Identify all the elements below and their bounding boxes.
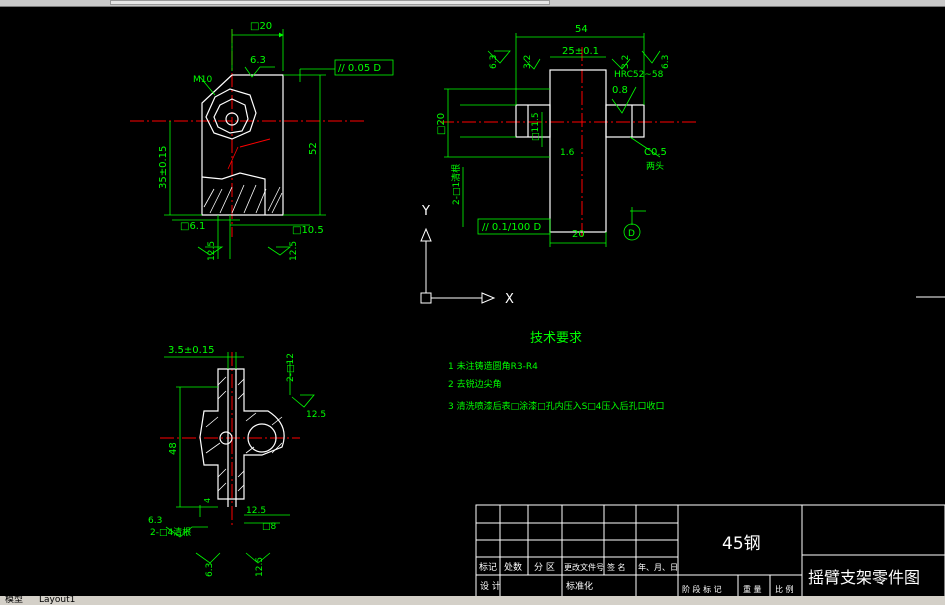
top-scrollbar[interactable] [0,0,945,7]
notes-title: 技术要求 [530,331,582,346]
ucs-y-label: Y [421,204,430,219]
v1-thread: M10 [193,75,212,85]
v2-overall: 54 [575,24,588,35]
v2-hardness: HRC52~58 [614,70,664,80]
scale-label: 比 例 [775,584,794,594]
v3-rough-3: 12.5 [246,506,266,516]
view-3: 3.5±0.15 2-□12 12.5 48 4 6.3 2-□4清根 12.5… [148,345,326,577]
v1-height: 35±0.15 [158,146,169,189]
v2-rough-d: 6.3 [661,55,671,69]
v1-rough-top: 6.3 [250,55,266,66]
v2-bottom: 20 [572,229,585,240]
note-2: 2 去锐边尖角 [448,378,502,390]
v2-rough-a: 6.3 [489,55,499,69]
v1-dim-top: □20 [250,21,272,32]
v3-s8: □8 [262,522,277,532]
v2-both-ends: 两头 [646,161,664,172]
v1-right-dim: 52 [308,142,319,155]
rev-h4: 更改文件号 [564,562,604,572]
sign-design: 设 计 [480,580,501,592]
v3-small: 4 [203,498,212,503]
v3-top-dim: 3.5±0.15 [168,345,215,356]
v2-rough-b: 3.2 [523,55,533,69]
weight-label: 重 量 [743,584,762,594]
drawing-title: 摇臂支架零件图 [808,568,920,587]
v2-d115: □11.5 [531,112,541,141]
v3-height: 48 [168,442,179,455]
v1-rough-1: 12.5 [207,241,217,261]
sign-std: 标准化 [566,580,593,592]
v2-rough-e: 0.8 [612,85,628,96]
v2-tolerance: // 0.1/100 D [482,222,541,233]
layout-tab-bar: 模型 Layout1 [0,596,945,605]
v1-rough-2: 12.5 [289,241,299,261]
tab-layout1[interactable]: Layout1 [39,595,76,605]
v3-hole-note: 2-□12 [286,353,296,382]
v2-rough-c: 3.2 [621,55,631,69]
rev-h2: 处数 [504,561,522,573]
stage-mark: 阶 段 标 记 [682,584,722,594]
material: 45钢 [722,534,761,554]
rev-h1: 标记 [479,561,497,573]
v3-rough-4: 6.3 [205,563,215,577]
view-2: 54 25±0.1 6.3 3.2 3.2 6.3 HRC52~58 0.8 □… [436,24,698,247]
drawing-canvas[interactable]: □20 6.3 // 0.05 D M10 35±0.15 52 □6.1 □1… [0,7,945,596]
scrollbar-thumb[interactable] [110,0,550,5]
rev-h5: 签 名 [607,562,626,572]
tab-model[interactable]: 模型 [5,595,24,605]
v1-tolerance: // 0.05 D [338,63,381,74]
technical-notes: 技术要求 1 未注铸造圆角R3-R4 2 去锐边尖角 3 清洗喷漆后表□涂漆□孔… [448,331,665,412]
v2-chamfer: C0.5 [644,147,667,158]
ucs-icon: Y X [420,204,514,307]
rev-h3: 分 区 [534,562,555,573]
v2-side-note: 2-□1清根 [450,164,462,205]
v3-rough-1: 12.5 [306,410,326,420]
v1-bottom-2: □10.5 [292,225,324,236]
ucs-x-label: X [505,292,514,307]
v3-rough-5: 12.5 [255,557,265,577]
v3-rough-2: 6.3 [148,516,162,526]
v2-datum: D [628,229,635,239]
note-3: 3 清洗喷漆后表□涂漆□孔内压入S□4压入后孔口收口 [448,400,665,412]
rev-h6: 年、月、日 [638,562,678,572]
v2-diameter: □20 [436,113,447,135]
v1-bottom-1: □6.1 [180,221,205,232]
title-block: 标记 处数 分 区 更改文件号 签 名 年、月、日 设 计 标准化 阶 段 标 … [475,504,945,596]
v2-mid: 25±0.1 [562,46,599,57]
view-1: □20 6.3 // 0.05 D M10 35±0.15 52 □6.1 □1… [130,21,394,261]
v3-note: 2-□4清根 [150,526,191,538]
note-1: 1 未注铸造圆角R3-R4 [448,360,538,372]
v2-d16: 1.6 [560,148,575,158]
